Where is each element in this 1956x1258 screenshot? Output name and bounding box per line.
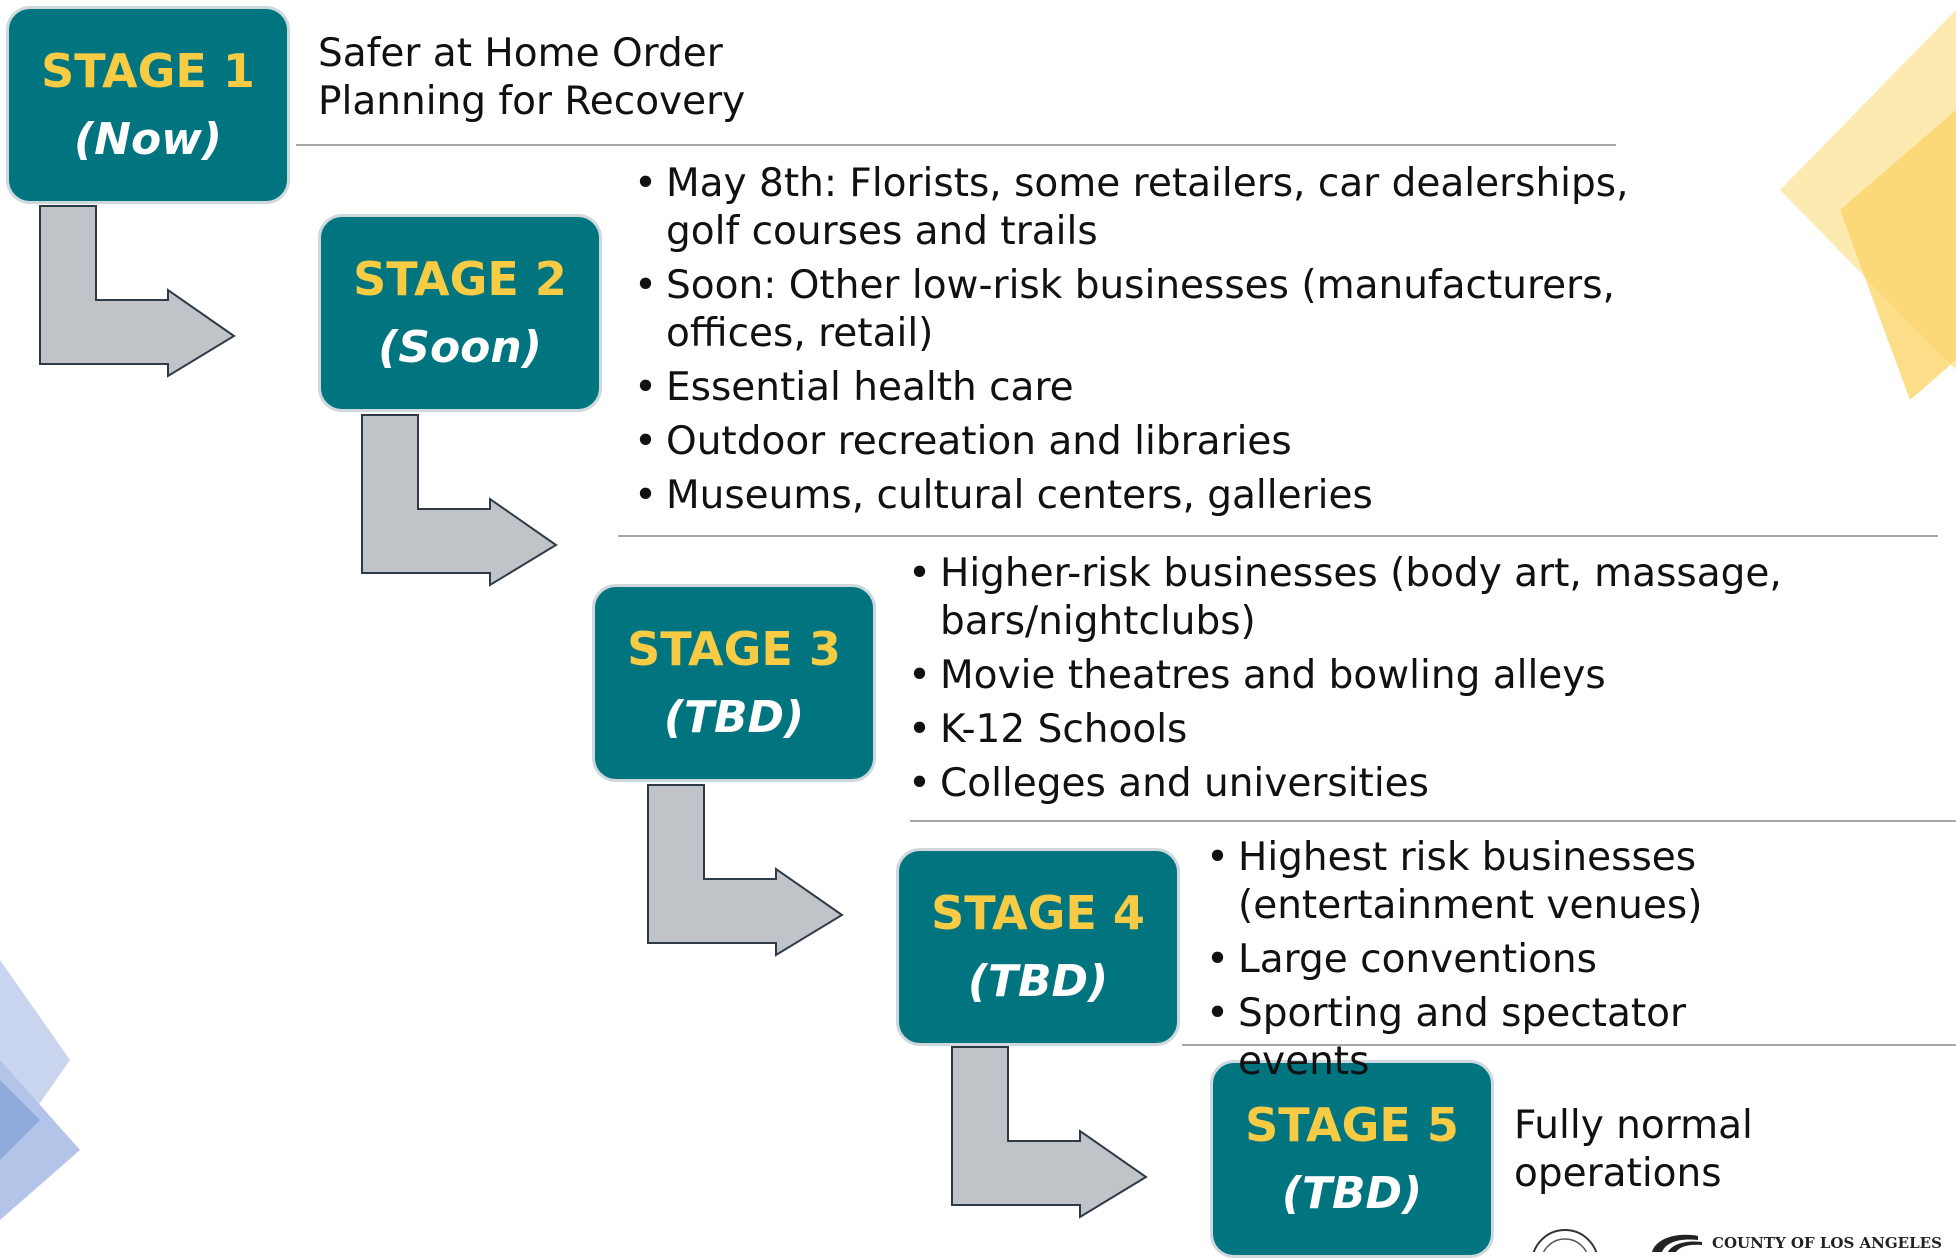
stage-1-description: Safer at Home Order Planning for Recover… <box>318 30 745 126</box>
list-item: Essential health care <box>634 364 1764 412</box>
stage-2-timing: (Soon) <box>378 322 542 373</box>
stage-5-line: operations <box>1514 1151 1722 1196</box>
stage-3-box: STAGE 3 (TBD) <box>592 584 876 782</box>
stage-2-list: May 8th: Florists, some retailers, car d… <box>634 160 1764 526</box>
list-item: Soon: Other low-risk businesses (manufac… <box>634 262 1764 358</box>
stage-4-box: STAGE 4 (TBD) <box>896 848 1180 1046</box>
stage-1-timing: (Now) <box>74 114 222 165</box>
divider-stage1 <box>296 144 1616 146</box>
stage-3-list: Higher-risk businesses (body art, massag… <box>908 550 1808 814</box>
county-logo-text: COUNTY OF LOS ANGELES <box>1712 1234 1942 1252</box>
list-item: Highest risk businesses (entertainment v… <box>1206 834 1826 930</box>
list-item: Large conventions <box>1206 936 1826 984</box>
list-item: Movie theatres and bowling alleys <box>908 652 1808 700</box>
stage-2-box: STAGE 2 (Soon) <box>318 214 602 412</box>
stage-3-timing: (TBD) <box>663 692 805 743</box>
stage-2-title: STAGE 2 <box>353 252 567 306</box>
stage-5-description: Fully normal operations <box>1514 1102 1753 1198</box>
stage-3-title: STAGE 3 <box>627 622 841 676</box>
stage-1-line: Planning for Recovery <box>318 79 746 124</box>
stage-5-title: STAGE 5 <box>1245 1098 1459 1152</box>
list-item: Museums, cultural centers, galleries <box>634 472 1764 520</box>
decorative-blue-diamonds <box>0 960 80 1220</box>
stage-4-list: Highest risk businesses (entertainment v… <box>1206 834 1826 1092</box>
list-item: K-12 Schools <box>908 706 1808 754</box>
county-seal-icon <box>1532 1229 1598 1252</box>
arrow-stage4-to-5 <box>951 1046 1148 1219</box>
stage-1-title: STAGE 1 <box>41 44 255 98</box>
stage-1-line: Safer at Home Order <box>318 31 723 76</box>
arrow-stage3-to-4 <box>647 784 844 957</box>
stage-5-timing: (TBD) <box>1281 1168 1423 1219</box>
arrow-stage1-to-2 <box>39 205 236 378</box>
list-item: Colleges and universities <box>908 760 1808 808</box>
list-item: Outdoor recreation and libraries <box>634 418 1764 466</box>
stage-5-line: Fully normal <box>1514 1103 1753 1148</box>
divider-stage3 <box>910 820 1956 822</box>
list-item: Higher-risk businesses (body art, massag… <box>908 550 1808 646</box>
stage-4-title: STAGE 4 <box>931 886 1145 940</box>
decorative-yellow-diamonds <box>1780 10 1956 400</box>
list-item: May 8th: Florists, some retailers, car d… <box>634 160 1646 256</box>
county-logo-icon <box>1652 1234 1702 1252</box>
stage-1-box: STAGE 1 (Now) <box>6 6 290 204</box>
divider-stage2 <box>618 535 1938 537</box>
stage-5-box: STAGE 5 (TBD) <box>1210 1060 1494 1258</box>
stage-4-timing: (TBD) <box>967 956 1109 1007</box>
list-item: Sporting and spectator events <box>1206 990 1826 1086</box>
arrow-stage2-to-3 <box>361 414 558 587</box>
